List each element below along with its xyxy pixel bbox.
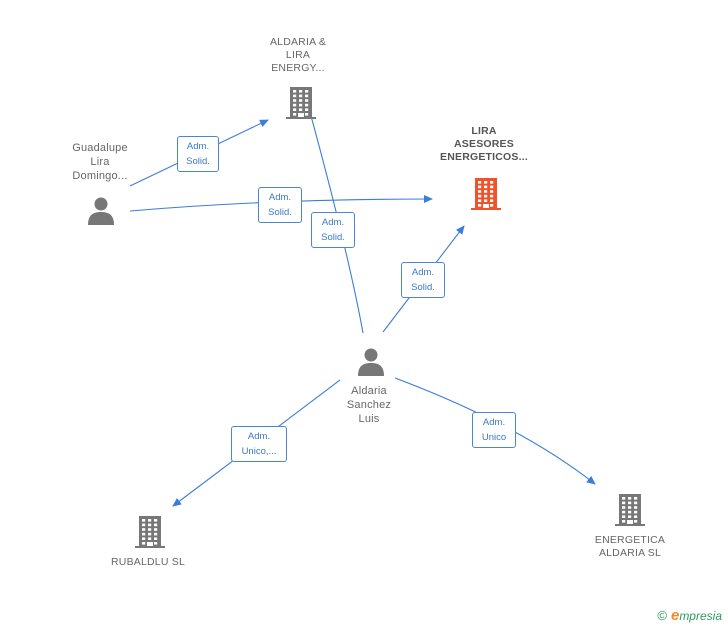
edge-role-line2: Unico,... bbox=[241, 446, 277, 457]
edge-role-line2: Solid. bbox=[186, 156, 210, 167]
edge-role-line2: Solid. bbox=[411, 282, 435, 293]
person-icon[interactable] bbox=[356, 347, 386, 382]
edge-role-line1: Adm. bbox=[482, 417, 506, 428]
edge-label-role[interactable]: Adm. Solid. bbox=[258, 187, 302, 223]
edge-role-line1: Adm. bbox=[247, 431, 271, 442]
node-label-aldaria-lira[interactable]: ALDARIA & LIRA ENERGY... bbox=[269, 36, 327, 74]
edge-role-line2: Solid. bbox=[321, 232, 345, 243]
edge-role-line2: Solid. bbox=[268, 207, 292, 218]
node-label-aldaria-sanchez[interactable]: Aldaria Sanchez Luis bbox=[346, 385, 392, 425]
building-icon[interactable] bbox=[134, 514, 166, 553]
copyright-symbol: © bbox=[657, 608, 667, 623]
edge-label-role[interactable]: Adm. Solid. bbox=[401, 262, 445, 298]
node-label-lira-asesores[interactable]: LIRA ASESORES ENERGETICOS... bbox=[440, 125, 528, 163]
edge-label-role[interactable]: Adm. Unico bbox=[472, 412, 516, 448]
edge-role-line2: Unico bbox=[481, 432, 507, 443]
building-icon[interactable] bbox=[614, 492, 646, 531]
person-icon[interactable] bbox=[86, 196, 116, 231]
edge-label-role[interactable]: Adm. Solid. bbox=[311, 212, 355, 248]
edge-label-role[interactable]: Adm. Unico,... bbox=[231, 426, 287, 462]
node-label-energetica[interactable]: ENERGETICA ALDARIA SL bbox=[594, 534, 666, 559]
edge-role-line1: Adm. bbox=[186, 141, 210, 152]
brand-name: mpresia bbox=[679, 609, 722, 623]
edge-role-line1: Adm. bbox=[268, 192, 292, 203]
building-icon[interactable] bbox=[285, 85, 317, 124]
building-icon[interactable] bbox=[470, 176, 502, 215]
brand-logo[interactable]: ©empresia bbox=[657, 607, 722, 624]
edge-label-role[interactable]: Adm. Solid. bbox=[177, 136, 219, 172]
edge-role-line1: Adm. bbox=[321, 217, 345, 228]
edge-role-line1: Adm. bbox=[411, 267, 435, 278]
brand-initial: e bbox=[670, 607, 680, 624]
node-label-rubaldlu[interactable]: RUBALDLU SL bbox=[111, 556, 185, 568]
node-label-guadalupe[interactable]: Guadalupe Lira Domingo... bbox=[72, 142, 128, 182]
